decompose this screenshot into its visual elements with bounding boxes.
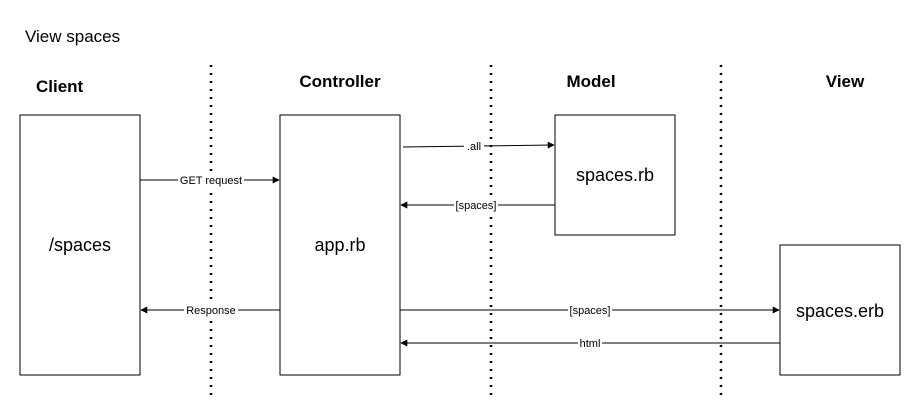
controller-box: app.rb (279, 114, 401, 376)
edge-spaces-return: [spaces] (400, 199, 555, 212)
controller-box-label: app.rb (314, 235, 365, 255)
edge-spaces-to-view: [spaces] (400, 304, 780, 317)
edge-html: html (400, 337, 780, 350)
edge-label-all: .all (467, 141, 481, 153)
client-box-label: /spaces (49, 235, 111, 255)
lane-header-model: Model (566, 72, 615, 91)
edge-label-spaces-to-view: [spaces] (570, 305, 611, 317)
edge-response: Response (140, 304, 280, 317)
diagram-title: View spaces (25, 27, 120, 46)
edge-label-response: Response (186, 305, 236, 317)
client-box: /spaces (19, 114, 141, 376)
model-box-label: spaces.rb (576, 165, 654, 185)
edge-label-get-request: GET request (180, 175, 242, 187)
edge-all: .all (402, 140, 555, 153)
model-box: spaces.rb (554, 114, 676, 236)
view-box-label: spaces.erb (796, 301, 884, 321)
view-box: spaces.erb (779, 244, 901, 376)
lane-header-controller: Controller (299, 72, 381, 91)
edge-get-request: GET request (140, 174, 280, 187)
edge-label-html: html (580, 338, 601, 350)
lane-header-view: View (826, 72, 865, 91)
lane-header-client: Client (36, 77, 84, 96)
edge-label-spaces-return: [spaces] (456, 200, 497, 212)
